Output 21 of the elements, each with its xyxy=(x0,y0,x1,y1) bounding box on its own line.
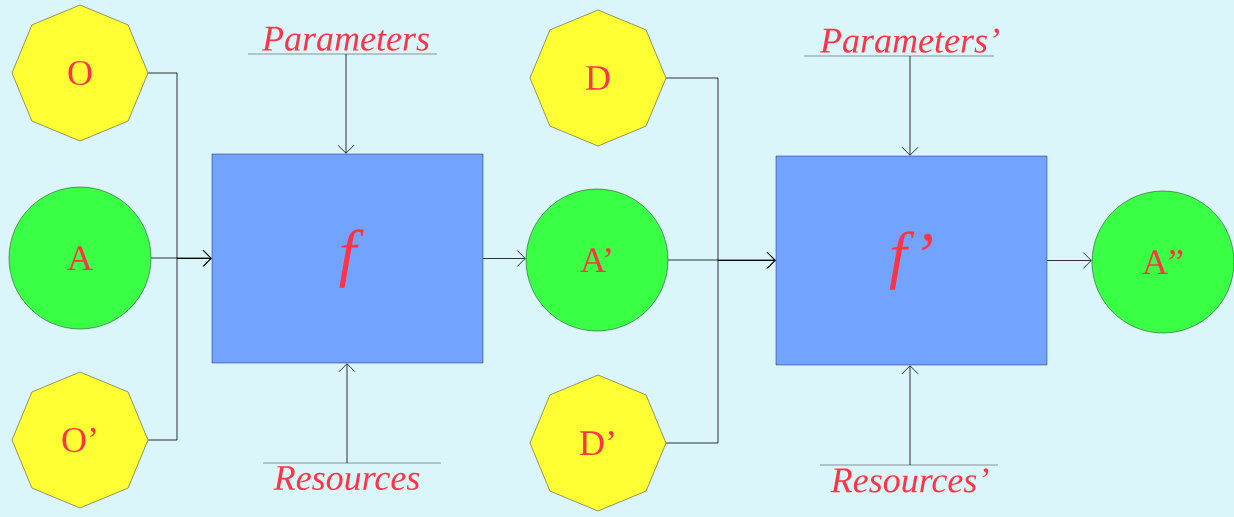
arrow xyxy=(665,252,776,444)
circle-node: A xyxy=(8,186,152,330)
arrow xyxy=(337,53,355,154)
arrow xyxy=(901,55,919,156)
arrow xyxy=(338,363,356,464)
arrow xyxy=(1046,252,1092,269)
circle-node: A’ xyxy=(525,188,669,332)
arrow xyxy=(482,250,526,267)
octagon: D xyxy=(529,9,667,147)
arrow xyxy=(901,365,919,466)
parameter-label: Parameters’ xyxy=(803,28,999,57)
octagon: O xyxy=(11,4,149,142)
process-box: f xyxy=(211,153,484,364)
resource-label: Resources’ xyxy=(819,464,999,493)
resource-label: Resources xyxy=(262,462,442,491)
arrow xyxy=(147,250,212,441)
process-box: f’ xyxy=(775,155,1048,366)
octagon: O’ xyxy=(11,371,149,509)
circle-node: A” xyxy=(1091,190,1234,334)
parameter-label: Parameters xyxy=(247,26,438,55)
octagon: D’ xyxy=(529,374,667,512)
